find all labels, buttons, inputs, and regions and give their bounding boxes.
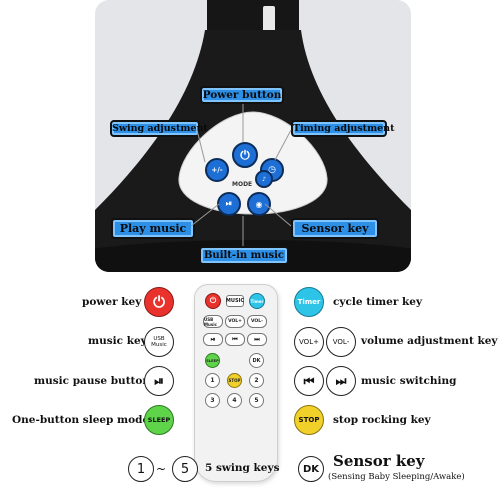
label-play-music: Play music — [111, 218, 195, 239]
swing-1-icon: 1 — [128, 456, 154, 482]
label-built-in-music: Built-in music — [199, 246, 289, 265]
sensor-key-subtitle: (Sensing Baby Sleeping/Awake) — [328, 472, 465, 482]
panel-music-button[interactable]: ♪ — [255, 170, 273, 188]
prev-icon: ⏮ — [294, 366, 324, 396]
legend-music-switching: music switching — [361, 375, 457, 387]
remote-next-key[interactable]: ⏭ — [247, 333, 267, 346]
play-pause-icon: ⏯ — [144, 366, 174, 396]
vol-plus-icon: VOL+ — [294, 327, 324, 357]
panel-power-button[interactable]: ⏻ — [232, 142, 258, 168]
remote-control: ⏻ MUSIC Timer USB Music VOL+ VOL- ⏯ ⏮ ⏭ … — [194, 284, 278, 482]
remote-swing-4-key[interactable]: 4 — [227, 393, 242, 408]
usb-music-icon: USB Music — [144, 327, 174, 357]
legend-stop-rocking: stop rocking key — [333, 414, 431, 426]
label-swing-adjustment: Swing adjustment — [110, 120, 208, 137]
dk-icon: DK — [298, 456, 324, 482]
swing-5-icon: 5 — [172, 456, 198, 482]
remote-swing-5-key[interactable]: 5 — [249, 393, 264, 408]
sensor-icon: ◉ — [255, 199, 263, 209]
remote-power-key[interactable]: ⏻ — [205, 293, 221, 309]
callout-lines — [190, 104, 292, 246]
clock-icon: ◷ — [268, 165, 276, 175]
remote-timer-key[interactable]: Timer — [249, 293, 265, 309]
legend-music-pause: music pause button — [34, 375, 151, 387]
power-icon: ⏻ — [144, 287, 174, 317]
play-pause-icon: ⏯ — [210, 335, 216, 343]
remote-stop-key[interactable]: STOP — [227, 373, 242, 388]
panel-plusminus-button[interactable]: +/- — [205, 158, 229, 182]
sleep-icon: SLEEP — [144, 405, 174, 435]
plusminus-label: +/- — [211, 166, 223, 174]
panel-sensor-button[interactable]: ◉ — [247, 192, 271, 216]
remote-swing-2-key[interactable]: 2 — [249, 373, 264, 388]
label-timing-adjustment: Timing adjustment — [291, 120, 394, 137]
sensor-key-title: Sensor key — [333, 452, 425, 470]
remote-usb-music-key[interactable]: USB Music — [203, 315, 223, 328]
timer-icon: Timer — [294, 287, 324, 317]
label-power-button: Power button — [200, 86, 284, 104]
remote-sleep-key[interactable]: SLEEP — [205, 353, 220, 368]
remote-swing-1-key[interactable]: 1 — [205, 373, 220, 388]
remote-vol-minus-key[interactable]: VOL- — [247, 315, 267, 328]
play-pause-icon: ⏯ — [225, 199, 233, 208]
prev-icon: ⏮ — [232, 335, 238, 343]
panel-play-music-button[interactable]: ⏯ — [217, 192, 241, 216]
legend-swing-keys: 5 swing keys — [205, 462, 280, 474]
power-icon: ⏻ — [209, 296, 217, 305]
remote-prev-key[interactable]: ⏮ — [225, 333, 245, 346]
remote-play-pause-key[interactable]: ⏯ — [203, 333, 223, 346]
vol-minus-icon: VOL- — [326, 327, 356, 357]
stop-icon: STOP — [294, 405, 324, 435]
next-icon: ⏭ — [254, 335, 260, 343]
legend-cycle-timer: cycle timer key — [333, 296, 423, 308]
remote-swing-3-key[interactable]: 3 — [205, 393, 220, 408]
remote-music-key[interactable]: MUSIC — [226, 295, 244, 307]
label-sensor-key: Sensor key — [291, 218, 379, 239]
remote-dk-key[interactable]: DK — [249, 353, 264, 368]
legend-music-key: music key — [88, 335, 147, 347]
music-icon: ♪ — [262, 175, 266, 183]
legend-sleep-mode: One-button sleep mode — [12, 414, 150, 426]
remote-vol-plus-key[interactable]: VOL+ — [225, 315, 245, 328]
power-icon: ⏻ — [240, 147, 250, 162]
product-photo: ⏻ +/- ◷ MODE ⏯ ◉ ♪ Power button Swing ad… — [95, 0, 411, 272]
legend-volume-adj: volume adjustment key — [361, 335, 498, 347]
mode-label: MODE — [232, 181, 253, 188]
range-dash: ~ — [156, 462, 167, 476]
next-icon: ⏭ — [326, 366, 356, 396]
legend-power-key: power key — [82, 296, 142, 308]
